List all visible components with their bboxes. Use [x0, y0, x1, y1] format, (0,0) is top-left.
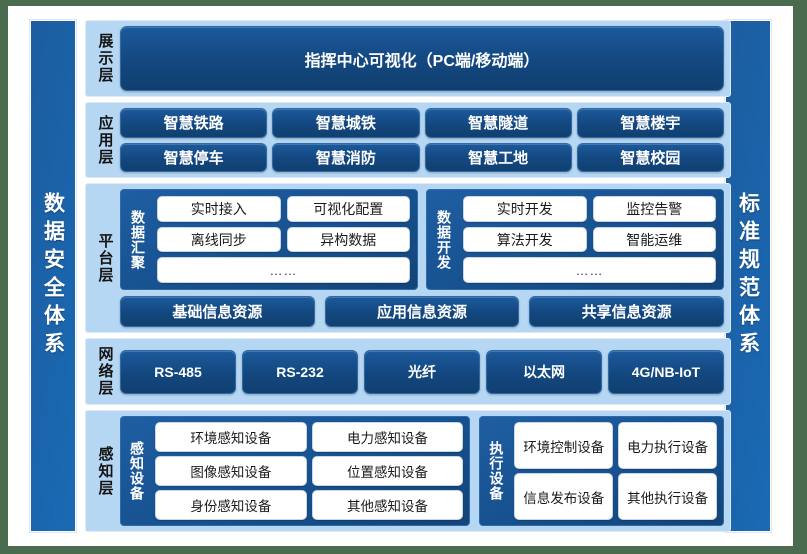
left-pillar-data-security: 数据安全体系	[30, 20, 76, 532]
layer-display-label: 展示层	[96, 33, 114, 84]
platform-item-visual-config[interactable]: 可视化配置	[286, 196, 410, 222]
layer-platform-name: 平台层	[90, 189, 120, 327]
layer-network: 网络层 RS-485 RS-232 光纤 以太网 4G/NB-IoT	[85, 338, 731, 405]
right-pillar-standards: 标准规范体系	[725, 20, 771, 532]
platform-group-aggregation-items: 实时接入 可视化配置 离线同步 异构数据 ……	[157, 196, 410, 284]
application-grid: 智慧铁路 智慧城铁 智慧隧道 智慧楼宇 智慧停车 智慧消防 智慧工地 智慧校园	[120, 108, 724, 172]
network-item-4g-nbiot[interactable]: 4G/NB-IoT	[608, 349, 724, 394]
platform-development-row-2: 算法开发 智能运维	[463, 226, 716, 253]
sensing-group-sensors-label: 感知设备	[129, 441, 145, 501]
sensor-item-other[interactable]: 其他感知设备	[311, 490, 464, 520]
sensing-group-actuators-label: 执行设备	[488, 441, 505, 501]
sensors-row-2: 图像感知设备 位置感知设备	[155, 456, 464, 486]
network-item-ethernet[interactable]: 以太网	[486, 349, 602, 394]
platform-group-data-development: 数据开发 实时开发 监控告警 算法开发 智能运维	[426, 189, 724, 290]
sensor-item-identity[interactable]: 身份感知设备	[155, 490, 307, 520]
platform-groups: 数据汇聚 实时接入 可视化配置 离线同步 异构数据	[120, 189, 724, 290]
platform-development-row-1: 实时开发 监控告警	[463, 196, 716, 222]
layer-application-name: 应用层	[90, 108, 120, 172]
platform-group-data-aggregation: 数据汇聚 实时接入 可视化配置 离线同步 异构数据	[120, 189, 418, 290]
sensor-item-power[interactable]: 电力感知设备	[311, 422, 464, 452]
sensor-item-image[interactable]: 图像感知设备	[155, 456, 307, 486]
platform-item-offline-sync[interactable]: 离线同步	[157, 226, 281, 253]
platform-item-intelligent-ops[interactable]: 智能运维	[592, 226, 716, 253]
sensing-group-sensors-name: 感知设备	[124, 422, 150, 520]
right-pillar-label: 标准规范体系	[736, 192, 760, 360]
platform-item-realtime-ingest[interactable]: 实时接入	[157, 196, 281, 222]
layer-application-label: 应用层	[96, 114, 114, 166]
platform-group-development-items: 实时开发 监控告警 算法开发 智能运维 ……	[463, 196, 716, 284]
platform-aggregation-row-1: 实时接入 可视化配置	[157, 196, 410, 222]
layer-stack: 展示层 指挥中心可视化（PC端/移动端） 应用层 智慧铁路 智慧城铁 智慧隧道 …	[85, 20, 731, 532]
platform-aggregation-row-3: ……	[157, 257, 410, 284]
network-row: RS-485 RS-232 光纤 以太网 4G/NB-IoT	[120, 349, 724, 394]
sensor-item-location[interactable]: 位置感知设备	[311, 456, 464, 486]
app-item-smart-firefighting[interactable]: 智慧消防	[272, 142, 420, 172]
sensors-row-1: 环境感知设备 电力感知设备	[155, 422, 464, 452]
layer-network-label: 网络层	[96, 346, 114, 397]
platform-group-development-label: 数据开发	[436, 209, 452, 270]
sensing-group-actuators-name: 执行设备	[483, 422, 509, 520]
sensing-group-actuators: 执行设备 环境控制设备 电力执行设备 信息发布设备 其他执行设备	[479, 416, 724, 526]
layer-platform-body: 数据汇聚 实时接入 可视化配置 离线同步 异构数据	[120, 189, 724, 327]
actuators-row-1: 环境控制设备 电力执行设备	[514, 422, 717, 469]
resource-shared-information[interactable]: 共享信息资源	[529, 296, 724, 327]
actuators-row-2: 信息发布设备 其他执行设备	[514, 473, 717, 520]
platform-item-aggregation-more[interactable]: ……	[157, 257, 410, 284]
platform-item-development-more[interactable]: ……	[463, 257, 716, 284]
platform-item-realtime-development[interactable]: 实时开发	[463, 196, 587, 222]
app-item-smart-parking[interactable]: 智慧停车	[120, 142, 268, 172]
platform-group-aggregation-label: 数据汇聚	[130, 209, 146, 270]
platform-group-aggregation-name: 数据汇聚	[125, 196, 151, 283]
platform-item-monitoring-alarm[interactable]: 监控告警	[592, 196, 716, 222]
app-item-smart-railway[interactable]: 智慧铁路	[120, 108, 268, 138]
sensing-groups: 感知设备 环境感知设备 电力感知设备 图像感知设备 位置感知设备	[120, 416, 724, 526]
app-item-smart-urban-rail[interactable]: 智慧城铁	[272, 108, 420, 138]
layer-network-name: 网络层	[90, 344, 120, 399]
app-item-smart-tunnel[interactable]: 智慧隧道	[424, 108, 572, 138]
app-item-smart-construction[interactable]: 智慧工地	[424, 142, 572, 172]
network-item-rs485[interactable]: RS-485	[120, 349, 236, 394]
display-banner[interactable]: 指挥中心可视化（PC端/移动端）	[120, 26, 724, 91]
app-item-smart-building[interactable]: 智慧楼宇	[576, 108, 724, 138]
layer-platform-label: 平台层	[96, 232, 114, 284]
network-item-fiber[interactable]: 光纤	[364, 349, 480, 394]
layer-sensing-body: 感知设备 环境感知设备 电力感知设备 图像感知设备 位置感知设备	[120, 416, 724, 526]
resource-application-information[interactable]: 应用信息资源	[324, 296, 520, 327]
layer-display: 展示层 指挥中心可视化（PC端/移动端）	[85, 20, 731, 97]
layer-display-body: 指挥中心可视化（PC端/移动端）	[120, 26, 724, 91]
sensing-group-sensors: 感知设备 环境感知设备 电力感知设备 图像感知设备 位置感知设备	[120, 416, 471, 526]
layer-application: 应用层 智慧铁路 智慧城铁 智慧隧道 智慧楼宇 智慧停车 智慧消防 智慧工地 智…	[85, 102, 731, 178]
platform-resources: 基础信息资源 应用信息资源 共享信息资源	[120, 296, 724, 327]
actuator-item-environment-control[interactable]: 环境控制设备	[514, 422, 614, 469]
platform-development-row-3: ……	[463, 257, 716, 284]
layer-display-name: 展示层	[90, 26, 120, 91]
left-pillar-label: 数据安全体系	[41, 192, 65, 360]
layer-platform: 平台层 数据汇聚 实时接入 可视化配置	[85, 183, 731, 333]
network-item-rs232[interactable]: RS-232	[242, 349, 358, 394]
sensing-group-actuators-items: 环境控制设备 电力执行设备 信息发布设备 其他执行设备	[514, 422, 717, 520]
platform-item-algorithm-development[interactable]: 算法开发	[463, 226, 587, 253]
resource-basic-information[interactable]: 基础信息资源	[120, 296, 315, 327]
layer-sensing: 感知层 感知设备 环境感知设备 电力感知设备	[85, 410, 731, 532]
platform-item-heterogeneous-data[interactable]: 异构数据	[286, 226, 410, 253]
actuator-item-power-execution[interactable]: 电力执行设备	[618, 422, 717, 469]
app-item-smart-campus[interactable]: 智慧校园	[576, 142, 724, 172]
layer-application-body: 智慧铁路 智慧城铁 智慧隧道 智慧楼宇 智慧停车 智慧消防 智慧工地 智慧校园	[120, 108, 724, 172]
actuator-item-other[interactable]: 其他执行设备	[618, 473, 717, 520]
sensors-row-3: 身份感知设备 其他感知设备	[155, 490, 464, 520]
layer-sensing-label: 感知层	[96, 445, 114, 497]
sensor-item-environment[interactable]: 环境感知设备	[155, 422, 307, 452]
actuator-item-information-release[interactable]: 信息发布设备	[514, 473, 614, 520]
layer-sensing-name: 感知层	[90, 416, 120, 526]
platform-aggregation-row-2: 离线同步 异构数据	[157, 226, 410, 253]
layer-network-body: RS-485 RS-232 光纤 以太网 4G/NB-IoT	[120, 344, 724, 399]
platform-group-development-name: 数据开发	[431, 196, 457, 283]
sensing-group-sensors-items: 环境感知设备 电力感知设备 图像感知设备 位置感知设备 身份感知设备 其他感知设…	[155, 422, 464, 520]
architecture-diagram-card: 数据安全体系 标准规范体系 展示层 指挥中心可视化（PC端/移动端） 应用层 智…	[8, 6, 793, 546]
